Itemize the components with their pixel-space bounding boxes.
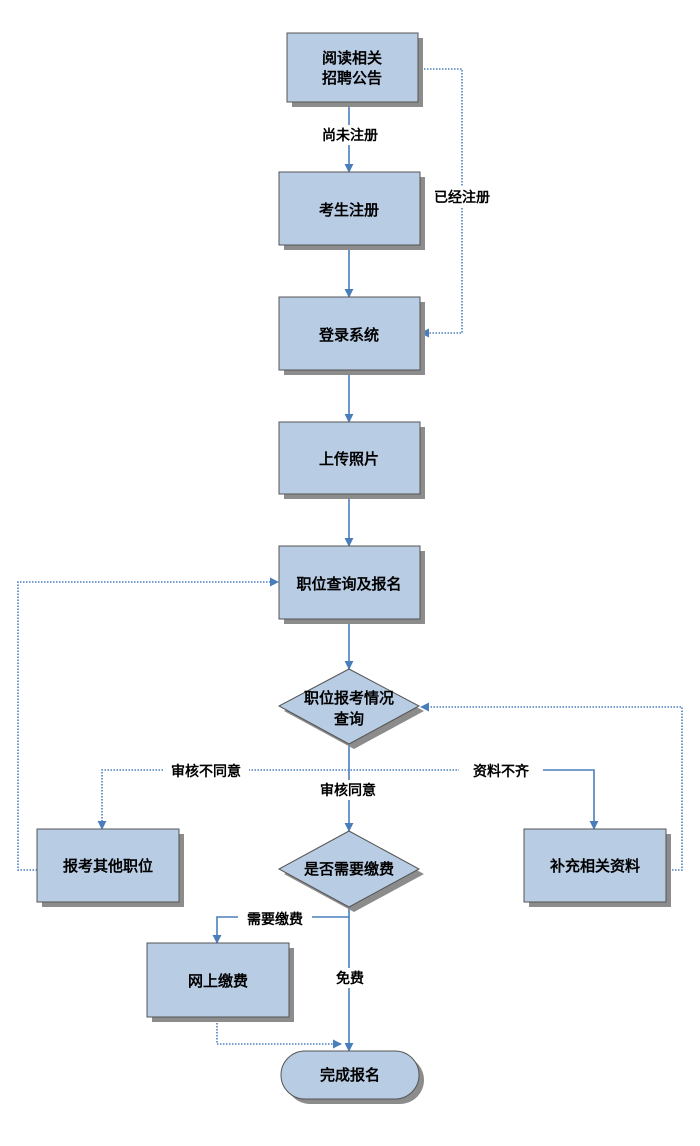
node-fee-label: 是否需要缴费 — [303, 860, 394, 878]
edge-other-apply-dotted — [17, 577, 279, 871]
edge-label-rejected: 审核不同意 — [171, 763, 241, 780]
label-bg — [238, 909, 312, 929]
node-fee-required — [277, 830, 421, 908]
edge-label-incomplete: 资料不齐 — [473, 763, 530, 780]
label-bg — [426, 187, 498, 207]
node-read-announcement — [286, 32, 419, 103]
label-bg — [330, 968, 370, 988]
edge-label-need-fee: 需要缴费 — [247, 911, 303, 928]
edge-check-other-dotted — [97, 769, 463, 830]
label-bg — [312, 125, 388, 145]
node-apply-other-job — [36, 828, 180, 903]
node-online-payment — [146, 942, 290, 1018]
node-job-search-apply — [278, 545, 421, 620]
node-supplement-docs — [523, 828, 667, 903]
node-upload-label: 上传照片 — [319, 450, 379, 468]
node-pay-label: 网上缴费 — [188, 972, 248, 990]
node-check-status — [277, 668, 421, 745]
edge-pay-done-dotted — [216, 1017, 342, 1049]
edge-label-approved: 审核同意 — [320, 782, 376, 799]
edge-check-supplement — [539, 769, 599, 830]
node-check-label-2: 查询 — [334, 710, 364, 728]
node-apply-label: 职位查询及报名 — [296, 575, 401, 593]
node-register-label: 考生注册 — [319, 201, 379, 219]
edge-label-registered: 已经注册 — [434, 189, 490, 206]
edge-read-login-dotted — [418, 68, 463, 338]
edge-label-not-registered: 尚未注册 — [322, 127, 378, 144]
node-complete-registration — [280, 1050, 420, 1100]
edge-label-free: 免费 — [336, 970, 364, 987]
edge-supplement-check-dotted — [420, 702, 683, 871]
node-read-label-1: 阅读相关 — [322, 49, 382, 67]
node-read-label-2: 招聘公告 — [322, 69, 382, 87]
label-bg — [459, 761, 543, 781]
node-done-label: 完成报名 — [320, 1066, 380, 1084]
node-check-label-1: 职位报考情况 — [304, 689, 394, 707]
node-register — [278, 171, 421, 246]
label-bg — [163, 761, 249, 781]
node-login-label: 登录系统 — [318, 326, 379, 344]
node-supplement-label: 补充相关资料 — [549, 857, 640, 875]
label-bg — [305, 780, 391, 800]
node-other-label: 报考其他职位 — [63, 857, 153, 875]
node-login — [278, 296, 421, 371]
node-upload-photo — [278, 421, 421, 495]
